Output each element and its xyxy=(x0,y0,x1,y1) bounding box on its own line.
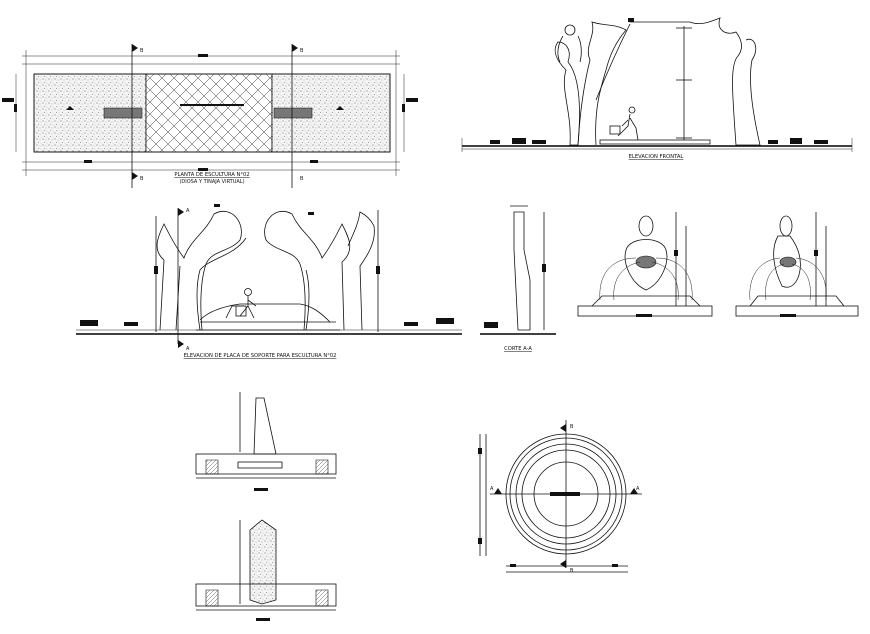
support-elevation-view: A A ELEVACION DE PLACA DE SOPORTE PARA E… xyxy=(76,204,462,359)
fountain-side-view xyxy=(735,212,859,317)
plan-view: B B B B PLANTA DE ESCULTURA N°02 (DIOSA … xyxy=(2,44,418,188)
plan-title: PLANTA DE ESCULTURA N°02 xyxy=(174,172,249,178)
fountain-front-view xyxy=(577,212,713,317)
support-section-a-bottom: A xyxy=(186,346,190,352)
cut-a-a-title: CORTE A-A xyxy=(504,346,532,352)
cut-a-a-view: CORTE A-A xyxy=(480,205,556,352)
support-elevation-title: ELEVACION DE PLACA DE SOPORTE PARA ESCUL… xyxy=(184,353,337,359)
plan-section-b-top-right: B xyxy=(300,48,304,54)
circle-marker-b-top: B xyxy=(570,424,574,430)
section-detail-upper xyxy=(195,392,337,491)
circle-marker-b-bottom: B xyxy=(570,568,574,574)
plan-section-b-bottom-right: B xyxy=(300,176,304,182)
plan-section-b-bottom-left: B xyxy=(140,176,144,182)
circular-plan-view: B B A A xyxy=(478,420,642,574)
section-detail-lower xyxy=(195,519,337,621)
front-elevation-title: ELEVACION FRONTAL xyxy=(629,154,684,160)
plan-section-b-top-left: B xyxy=(140,48,144,54)
circle-marker-a-right: A xyxy=(636,486,640,492)
circle-marker-a-left: A xyxy=(490,486,494,492)
support-section-a-top: A xyxy=(186,208,190,214)
plan-subtitle: (DIOSA Y TINAJA VIRTUAL) xyxy=(179,179,244,185)
front-elevation-view: ELEVACION FRONTAL xyxy=(461,17,853,160)
